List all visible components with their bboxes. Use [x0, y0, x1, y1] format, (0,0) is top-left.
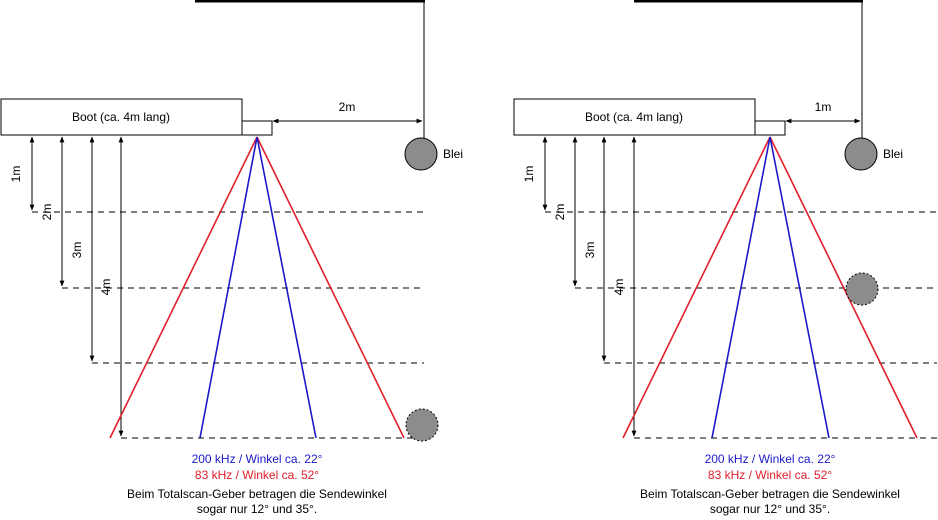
depth-label-4m: 4m: [99, 279, 113, 296]
boat-box: [0, 98, 243, 136]
beam-83-right-edge: [769, 136, 918, 439]
note-line-1: Beim Totalscan-Geber betragen die Sendew…: [127, 487, 387, 501]
boat-label: Boot (ca. 4m lang): [585, 110, 683, 124]
panel-right: Boot (ca. 4m lang) 1m Blei 1m 2m 3m 4m 2…: [513, 0, 937, 516]
lead-weight-ghost: [405, 408, 439, 442]
distance-label: 1m: [815, 100, 832, 114]
depth-label-2m: 2m: [553, 204, 567, 221]
beam-200-left-edge: [199, 136, 258, 439]
depth-label-3m: 3m: [70, 242, 84, 259]
weight-label: Blei: [443, 147, 463, 161]
beam-200-label: 200 kHz / Winkel ca. 22°: [705, 452, 836, 466]
lead-weight-ghost: [845, 272, 879, 306]
note-line-2: sogar nur 12° und 35°.: [197, 502, 317, 516]
lead-weight: [404, 137, 438, 171]
transducer: [241, 120, 273, 136]
depth-label-3m: 3m: [583, 242, 597, 259]
boat-label: Boot (ca. 4m lang): [72, 110, 170, 124]
beam-200-right-edge: [256, 136, 317, 439]
distance-label: 2m: [339, 100, 356, 114]
panel-left: Boot (ca. 4m lang) 2m Blei 1m 2m 3m 4m 2…: [0, 0, 463, 516]
depth-label-1m: 1m: [522, 166, 536, 183]
boat-box: [513, 98, 756, 136]
beam-200-label: 200 kHz / Winkel ca. 22°: [192, 452, 323, 466]
beam-200-right-edge: [769, 136, 830, 439]
depth-label-1m: 1m: [9, 166, 23, 183]
depth-label-2m: 2m: [40, 204, 54, 221]
beam-83-left-edge: [109, 136, 258, 439]
weight-label: Blei: [883, 147, 903, 161]
transducer: [754, 120, 786, 136]
beam-83-label: 83 kHz / Winkel ca. 52°: [195, 468, 319, 482]
beam-83-label: 83 kHz / Winkel ca. 52°: [708, 468, 832, 482]
note-line-2: sogar nur 12° und 35°.: [710, 502, 830, 516]
depth-label-4m: 4m: [612, 279, 626, 296]
lead-weight: [844, 137, 878, 171]
beam-83-left-edge: [622, 136, 771, 439]
beam-83-right-edge: [256, 136, 405, 439]
note-line-1: Beim Totalscan-Geber betragen die Sendew…: [640, 487, 900, 501]
beam-200-left-edge: [711, 136, 771, 439]
